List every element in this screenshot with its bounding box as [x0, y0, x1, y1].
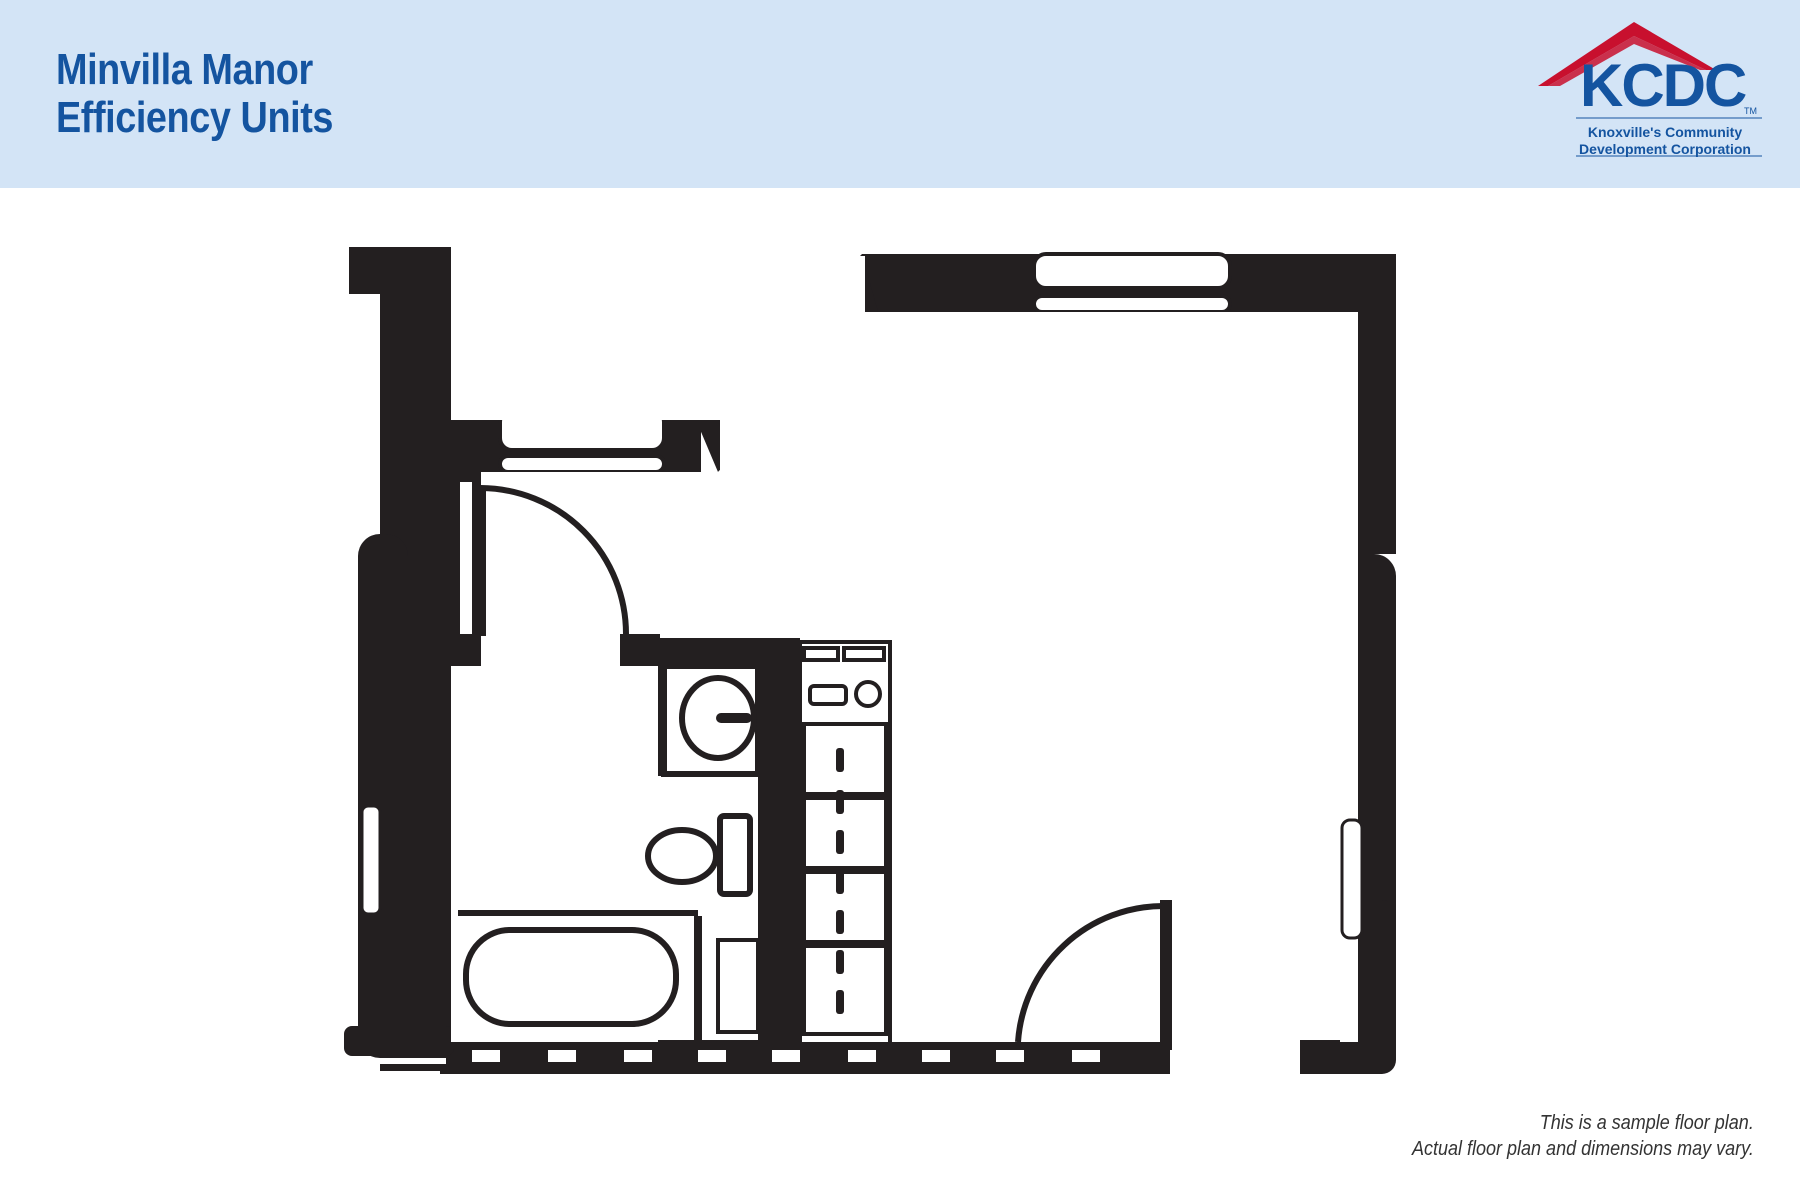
kcdc-logo: [1538, 22, 1762, 157]
logo-wordmark: KCDC: [1580, 52, 1747, 119]
window-left: [360, 804, 382, 916]
closet-rod: [836, 748, 844, 1014]
window-top-right: [1032, 252, 1232, 290]
toilet-icon: [645, 827, 719, 885]
closet: [798, 640, 892, 1046]
bathroom-door: [480, 485, 629, 635]
window-right: [1340, 818, 1364, 940]
floor-plan: [344, 247, 1396, 1074]
entry-door: [1015, 902, 1165, 1043]
wall-left-bump: [358, 534, 408, 1058]
title-line-1: Minvilla Manor: [56, 45, 313, 94]
page-title: Minvilla Manor Efficiency Units: [56, 46, 333, 142]
logo-subtitle-line-2: Development Corporation: [1579, 141, 1751, 157]
bottom-wall-windows: [472, 1050, 1100, 1062]
wall-right-outer: [1358, 254, 1396, 554]
disclaimer-line-2: Actual floor plan and dimensions may var…: [1412, 1138, 1754, 1160]
disclaimer-line-1: This is a sample floor plan.: [1539, 1112, 1754, 1134]
title-line-2: Efficiency Units: [56, 93, 334, 142]
logo-roof-icon: [1538, 22, 1716, 86]
disclaimer: This is a sample floor plan. Actual floo…: [1412, 1110, 1754, 1162]
wall-bottom-left-cap: [344, 1026, 454, 1056]
logo-subtitle: Knoxville's Community Development Corpor…: [1560, 124, 1770, 158]
logo-subtitle-line-1: Knoxville's Community: [1587, 124, 1743, 140]
bathtub-icon: [463, 927, 679, 1027]
header-banner: Minvilla Manor Efficiency Units KCDC TM …: [0, 0, 1800, 188]
logo-trademark: TM: [1744, 106, 1757, 116]
